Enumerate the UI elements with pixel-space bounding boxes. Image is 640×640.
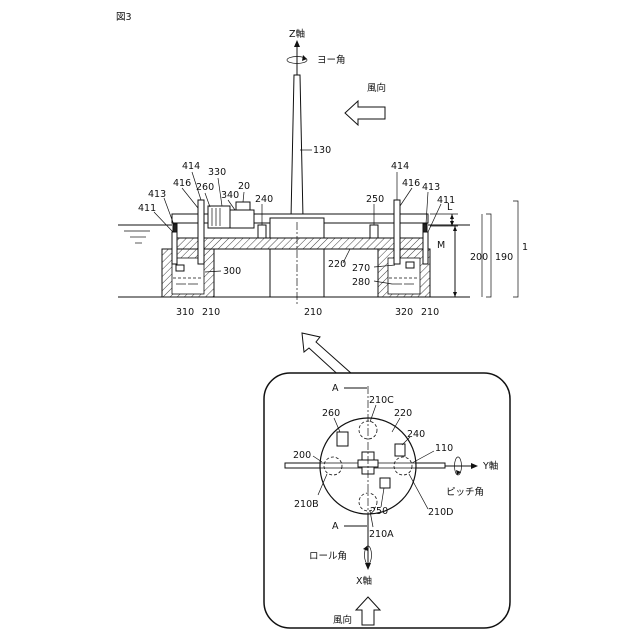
label-310: 310 (176, 307, 194, 318)
unit-260 (230, 210, 254, 228)
label-210B: 210B (294, 499, 319, 510)
label-240-side: 240 (255, 194, 273, 205)
label-A-bottom: A (332, 521, 339, 532)
unit-260-top (337, 432, 348, 446)
label-320: 320 (395, 307, 413, 318)
wind-arrow-top (345, 101, 385, 125)
pillar-411-left (172, 232, 177, 264)
hull-220 (172, 238, 428, 249)
unit-250-top (380, 478, 390, 488)
label-210D: 210D (428, 507, 453, 518)
label-250-top: 250 (370, 506, 388, 517)
label-210-right: 210 (421, 307, 439, 318)
label-250-side: 250 (366, 194, 384, 205)
label-240-top: 240 (407, 429, 425, 440)
label-220-top: 220 (394, 408, 412, 419)
label-A-top: A (332, 383, 339, 394)
label-411-left: 411 (138, 203, 156, 214)
pillar-416-left (198, 200, 204, 264)
label-roll: ロール角 (309, 550, 347, 562)
label-260-top: 260 (322, 408, 340, 419)
label-1: 1 (522, 242, 528, 253)
label-y-axis: Y軸 (482, 460, 498, 472)
mast-130 (291, 75, 303, 218)
pillar-411-right (423, 232, 428, 264)
label-280: 280 (352, 277, 370, 288)
label-413-left: 413 (148, 189, 166, 200)
label-416-left: 416 (173, 178, 191, 189)
label-wind-bottom: 風向 (333, 614, 352, 626)
label-260-side: 260 (196, 182, 214, 193)
label-220-side: 220 (328, 259, 346, 270)
label-300: 300 (223, 266, 241, 277)
label-270: 270 (352, 263, 370, 274)
label-wind-top: 風向 (367, 82, 386, 94)
label-210-left: 210 (202, 307, 220, 318)
figure-label: 図3 (116, 12, 132, 23)
unit-250 (370, 225, 378, 238)
label-z-axis: Z軸 (289, 28, 305, 40)
unit-240 (258, 225, 266, 238)
label-L: L (447, 202, 453, 213)
label-340: 340 (221, 190, 239, 201)
side-view: 130 Z軸 ヨー角 風向 (118, 28, 528, 318)
label-414-left: 414 (182, 161, 200, 172)
label-416-right: 416 (402, 178, 420, 189)
bracket-1 (513, 201, 518, 297)
label-pitch: ピッチ角 (446, 486, 484, 498)
label-20: 20 (238, 181, 250, 192)
unit-340 (236, 202, 250, 210)
label-x-axis: X軸 (356, 575, 372, 587)
label-M: M (437, 240, 445, 251)
label-110: 110 (435, 443, 453, 454)
pillar-416-right (394, 200, 400, 264)
label-330: 330 (208, 167, 226, 178)
label-190: 190 (495, 252, 513, 263)
pillar-413-left (173, 224, 177, 232)
label-200-top: 200 (293, 450, 311, 461)
label-210C: 210C (369, 395, 394, 406)
label-200-side: 200 (470, 252, 488, 263)
label-yaw: ヨー角 (317, 54, 346, 66)
label-210A: 210A (369, 529, 394, 540)
unit-240-top (395, 444, 405, 456)
label-413-right: 413 (422, 182, 440, 193)
pillar-413-right (423, 224, 427, 232)
unit-330 (208, 206, 230, 228)
label-414-right: 414 (391, 161, 409, 172)
label-130: 130 (313, 145, 331, 156)
z-axis-arrow-head (294, 40, 300, 47)
label-210-center: 210 (304, 307, 322, 318)
